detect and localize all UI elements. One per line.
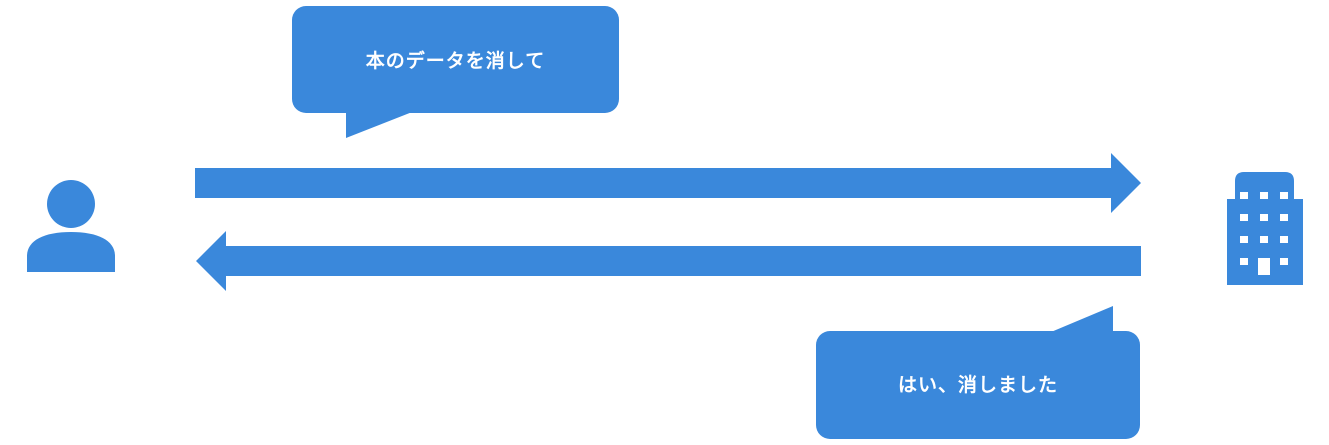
person-icon [27, 180, 115, 272]
office-building-icon [1227, 172, 1303, 285]
reply-bubble [816, 306, 1140, 439]
person-head [47, 180, 95, 228]
request-message: 本のデータを消して [365, 50, 546, 72]
person-body [27, 232, 115, 272]
reply-bubble-tail [1032, 306, 1113, 340]
building-windows [1240, 192, 1288, 275]
building-body [1227, 172, 1303, 285]
request-bubble-tail [346, 105, 430, 138]
request-arrow [195, 153, 1141, 213]
reply-arrow [196, 231, 1141, 291]
request-bubble [292, 6, 619, 138]
reply-message: はい、消しました [897, 374, 1058, 396]
